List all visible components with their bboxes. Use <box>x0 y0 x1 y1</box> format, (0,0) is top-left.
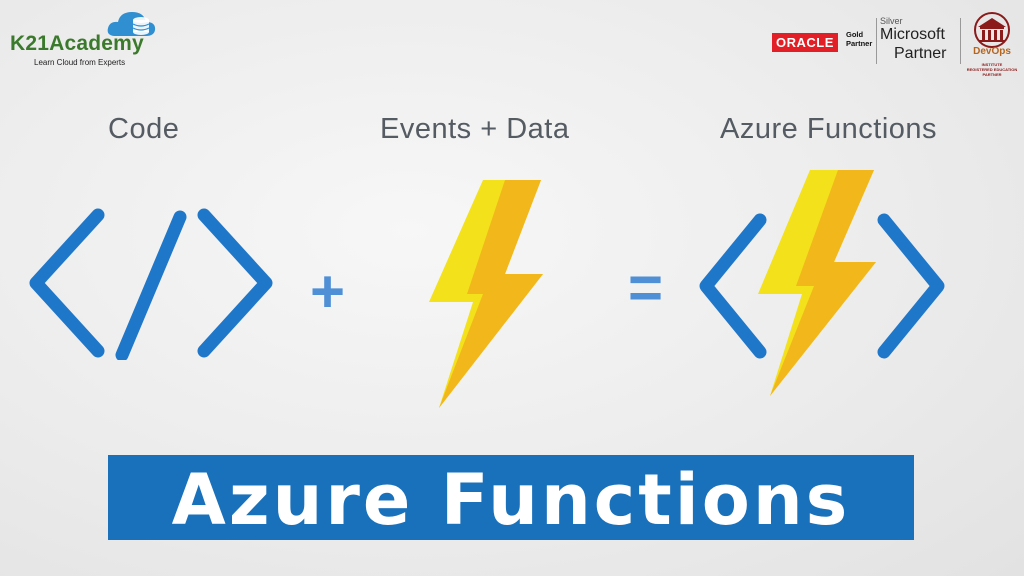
divider <box>876 18 877 64</box>
azure-functions-heading: Azure Functions <box>720 113 938 145</box>
devops-subtitle: INSTITUTE REGISTERED EDUCATION PARTNER <box>966 62 1018 77</box>
devops-institute-seal-icon <box>974 12 1010 48</box>
microsoft-name: Microsoft <box>880 26 945 43</box>
k21academy-logo: K21Academy Learn Cloud from Experts <box>8 6 158 67</box>
divider <box>960 18 961 64</box>
cloud-database-icon <box>107 12 156 36</box>
oracle-badge: ORACLE <box>772 33 838 52</box>
microsoft-partner-level: Silver <box>880 16 903 26</box>
code-heading: Code <box>108 113 180 145</box>
title-banner: Azure Functions <box>108 455 914 541</box>
azure-functions-icon <box>699 170 945 396</box>
partner-badges: ORACLE Gold Partner Silver Microsoft Par… <box>770 12 1020 77</box>
devops-institute-badge: DevOps INSTITUTE REGISTERED EDUCATION PA… <box>964 10 1020 82</box>
code-brackets-icon <box>29 208 273 360</box>
oracle-partner-level: Gold Partner <box>846 30 873 48</box>
banner-title: Azure Functions <box>171 459 851 541</box>
devops-name: DevOps <box>973 46 1011 57</box>
equals-operator: = <box>628 254 664 321</box>
lightning-bolt-icon <box>429 180 543 408</box>
brand-tagline: Learn Cloud from Experts <box>34 58 126 67</box>
microsoft-partner-label: Partner <box>894 45 947 62</box>
brand-name: K21Academy <box>10 32 144 55</box>
events-data-heading: Events + Data <box>380 113 570 145</box>
plus-operator: + <box>310 258 346 325</box>
